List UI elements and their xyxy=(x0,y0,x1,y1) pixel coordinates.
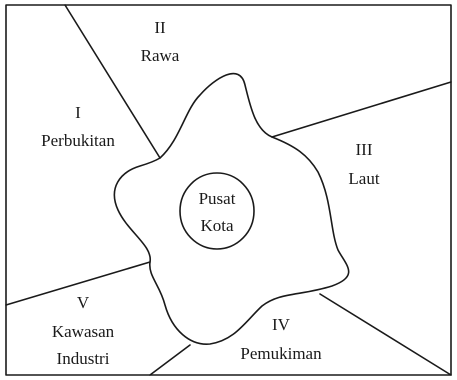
zone-V-numeral: V xyxy=(77,293,90,312)
boundary-V-I xyxy=(5,261,151,306)
zone-I-name: Perbukitan xyxy=(41,131,115,150)
zone-V-name: Kawasan xyxy=(52,322,115,341)
boundary-I-II xyxy=(64,4,161,159)
boundary-IV-V xyxy=(149,344,191,376)
zone-IV-label: IV Pemukiman xyxy=(240,315,322,363)
zone-III-name: Laut xyxy=(348,169,379,188)
city-center-line2: Kota xyxy=(200,216,234,235)
city-core-region xyxy=(113,72,350,345)
zone-V-name-line2: Industri xyxy=(57,349,110,368)
diagram-frame xyxy=(5,4,452,376)
boundary-II-III xyxy=(271,81,452,138)
zone-IV-name: Pemukiman xyxy=(240,344,322,363)
city-center-line1: Pusat xyxy=(199,189,236,208)
zone-II-name: Rawa xyxy=(141,46,180,65)
zone-III-numeral: III xyxy=(356,140,373,159)
zone-II-numeral: II xyxy=(154,18,166,37)
zone-II-label: II Rawa xyxy=(141,18,180,65)
zone-I-label: I Perbukitan xyxy=(41,103,115,150)
zone-III-label: III Laut xyxy=(348,140,379,188)
zone-V-label: V Kawasan Industri xyxy=(52,293,115,368)
zone-IV-numeral: IV xyxy=(272,315,291,334)
zone-I-numeral: I xyxy=(75,103,81,122)
city-center-label: Pusat Kota xyxy=(199,189,236,235)
boundary-III-IV xyxy=(319,293,452,376)
city-center-circle xyxy=(179,172,255,250)
